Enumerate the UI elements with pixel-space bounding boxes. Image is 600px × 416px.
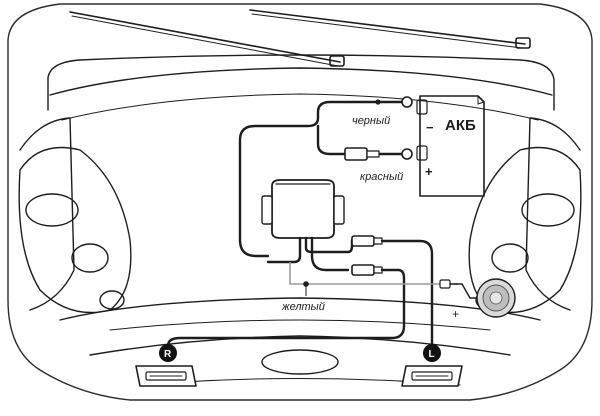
car-body <box>7 3 593 401</box>
battery: АКБ − + <box>416 95 485 197</box>
left-marker-badge: L <box>423 344 441 362</box>
right-horn <box>135 365 197 387</box>
yellow-wire <box>289 262 482 299</box>
left-horn <box>401 365 463 387</box>
fuse-holder <box>344 147 368 161</box>
yellow-wire-label: желтый <box>281 301 325 313</box>
left-headlight <box>18 146 132 314</box>
minus-sign: − <box>426 120 434 135</box>
battery-plus-terminal <box>416 145 428 161</box>
plus-sign: + <box>425 164 433 179</box>
speaker-connectors <box>166 235 434 352</box>
battery-wiring <box>238 96 413 258</box>
round-sensor <box>476 278 516 318</box>
battery-label: АКБ <box>445 117 476 134</box>
wipers <box>69 9 531 67</box>
red-wire-label: красный <box>360 171 403 183</box>
right-marker-badge: R <box>159 344 177 362</box>
control-box <box>261 179 354 272</box>
black-ring-terminal <box>401 96 413 108</box>
battery-minus-terminal <box>416 99 428 115</box>
right-marker-label: R <box>164 349 172 360</box>
black-wire-label: черный <box>352 115 390 127</box>
sensor-plus-sign: + <box>452 307 459 321</box>
left-marker-label: L <box>429 349 435 360</box>
red-ring-terminal <box>401 148 413 160</box>
